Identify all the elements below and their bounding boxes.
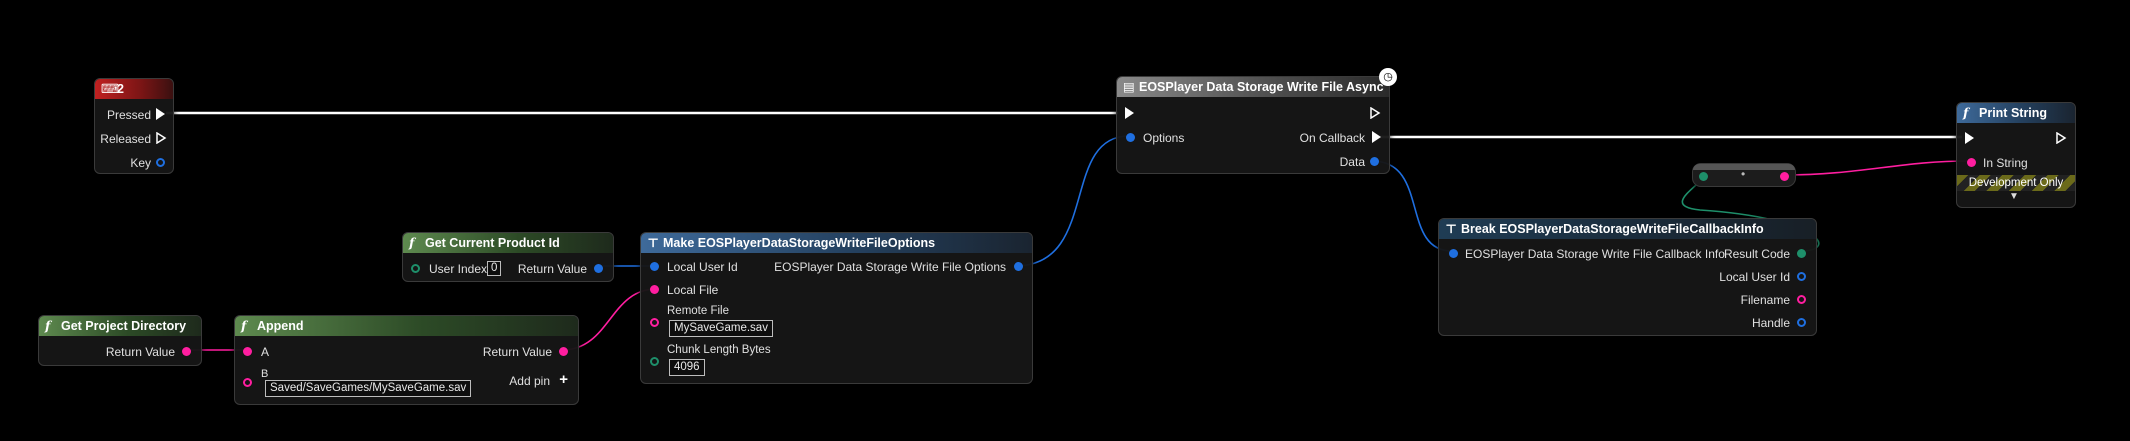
function-icon: f	[45, 318, 51, 333]
options-out-pin[interactable]	[1014, 262, 1023, 271]
pressed-label: Pressed	[106, 108, 151, 122]
get-current-product-id-header: f Get Current Product Id	[403, 233, 613, 253]
local-user-id-out-pin[interactable]	[1797, 272, 1806, 281]
add-pin-label[interactable]: Add pin	[509, 374, 550, 388]
callback-info-label: EOSPlayer Data Storage Write File Callba…	[1465, 247, 1725, 261]
conversion-in-pin[interactable]	[1699, 172, 1708, 181]
chevron-down-icon[interactable]: ▼	[2009, 191, 2019, 202]
filename-pin[interactable]	[1797, 295, 1806, 304]
key-label: Key	[130, 156, 151, 170]
get-current-product-id-title: Get Current Product Id	[425, 236, 560, 250]
result-code-pin[interactable]	[1797, 249, 1806, 258]
local-user-id-out-label: Local User Id	[1719, 270, 1790, 284]
conversion-node-cap	[1693, 164, 1795, 170]
get-project-directory-title: Get Project Directory	[61, 319, 187, 333]
released-exec-pin[interactable]	[156, 132, 167, 144]
print-then-exec-pin[interactable]	[2056, 132, 2067, 144]
get-project-directory-node[interactable]: f Get Project Directory Return Value	[38, 315, 202, 366]
string-wire	[1783, 160, 1970, 176]
on-callback-exec-pin[interactable]	[1372, 131, 1381, 143]
chunk-length-pin[interactable]	[650, 357, 659, 366]
break-struct-icon: ⊤	[1445, 221, 1457, 236]
key-event-title: 2	[117, 82, 124, 96]
b-value-field[interactable]: Saved/SaveGames/MySaveGame.sav	[265, 380, 472, 397]
make-options-header: ⊤ Make EOSPlayerDataStorageWriteFileOpti…	[641, 233, 1032, 253]
chunk-length-value[interactable]: 4096	[669, 359, 705, 376]
conversion-node[interactable]: •	[1692, 163, 1796, 187]
print-string-title: Print String	[1979, 106, 2048, 120]
clock-icon: ◷	[1379, 68, 1397, 86]
pressed-exec-pin[interactable]	[156, 108, 165, 120]
struct-icon: ⊤	[647, 235, 659, 250]
in-string-label: In String	[1983, 156, 2028, 170]
key-pin[interactable]	[156, 158, 165, 167]
write-file-async-node[interactable]: ▤ EOSPlayer Data Storage Write File Asyn…	[1116, 68, 1397, 174]
result-code-label: Result Code	[1723, 247, 1790, 261]
local-file-pin[interactable]	[650, 285, 659, 294]
append-node[interactable]: f Append A Return Value B Saved/SaveGame…	[234, 315, 579, 405]
user-index-value[interactable]: 0	[487, 261, 502, 276]
remote-file-value[interactable]: MySaveGame.sav	[669, 320, 773, 337]
callback-info-in-pin[interactable]	[1449, 249, 1458, 258]
get-current-product-id-node[interactable]: f Get Current Product Id User Index 0 Re…	[402, 232, 614, 282]
data-label: Data	[1339, 155, 1365, 169]
exec-in-pin[interactable]	[1125, 107, 1134, 119]
filename-label: Filename	[1740, 293, 1790, 307]
append-return-label: Return Value	[482, 345, 552, 359]
function-icon: ▤	[1123, 79, 1135, 94]
get-project-directory-header: f Get Project Directory	[39, 316, 201, 336]
print-string-node[interactable]: f Print String In String Development Onl…	[1956, 102, 2076, 208]
append-header: f Append	[235, 316, 578, 336]
remote-file-label: Remote File	[667, 305, 729, 317]
on-callback-label: On Callback	[1299, 131, 1365, 145]
user-index-pin[interactable]	[411, 264, 420, 273]
local-user-id-label: Local User Id	[667, 260, 738, 274]
break-info-node[interactable]: ⊤ Break EOSPlayerDataStorageWriteFileCal…	[1438, 218, 1817, 336]
data-out-pin[interactable]	[1370, 157, 1379, 166]
product-id-return-pin[interactable]	[594, 264, 603, 273]
print-exec-in-pin[interactable]	[1965, 132, 1974, 144]
function-icon: f	[409, 235, 415, 250]
development-only-label: Development Only	[1968, 177, 2064, 189]
local-user-id-pin[interactable]	[650, 262, 659, 271]
return-value-label: Return Value	[105, 345, 175, 359]
write-file-async-header: ▤ EOSPlayer Data Storage Write File Asyn…	[1117, 77, 1389, 97]
key-event-header: ⌨ 2	[95, 79, 173, 99]
user-index-label: User Index	[429, 262, 488, 276]
append-return-pin[interactable]	[559, 347, 568, 356]
break-info-header: ⊤ Break EOSPlayerDataStorageWriteFileCal…	[1439, 219, 1816, 239]
conversion-out-pin[interactable]	[1780, 172, 1789, 181]
released-label: Released	[100, 132, 151, 146]
keyboard-icon: ⌨	[101, 81, 120, 96]
handle-pin[interactable]	[1797, 318, 1806, 327]
b-label: B	[261, 368, 269, 380]
options-label: Options	[1143, 131, 1185, 145]
chunk-length-label: Chunk Length Bytes	[667, 344, 771, 356]
return-value-pin[interactable]	[182, 347, 191, 356]
make-options-node[interactable]: ⊤ Make EOSPlayerDataStorageWriteFileOpti…	[640, 232, 1033, 384]
options-out-label: EOSPlayer Data Storage Write File Option…	[774, 260, 1006, 274]
local-file-label: Local File	[667, 283, 719, 297]
b-pin[interactable]	[243, 378, 252, 387]
development-only-banner: Development Only	[1957, 175, 2075, 191]
key-event-node[interactable]: ⌨ 2 Pressed Released Key	[94, 78, 174, 174]
function-icon: f	[241, 318, 247, 333]
product-id-return-label: Return Value	[517, 262, 587, 276]
break-info-title: Break EOSPlayerDataStorageWriteFileCallb…	[1461, 222, 1764, 236]
conversion-dot: •	[1741, 167, 1746, 181]
remote-file-pin[interactable]	[650, 318, 659, 327]
a-pin[interactable]	[243, 347, 252, 356]
plus-icon[interactable]: +	[559, 371, 568, 388]
append-title: Append	[257, 319, 304, 333]
print-string-header: f Print String	[1957, 103, 2075, 123]
in-string-pin[interactable]	[1967, 158, 1976, 167]
a-label: A	[261, 345, 270, 359]
function-icon: f	[1963, 105, 1969, 120]
handle-label: Handle	[1751, 316, 1790, 330]
then-exec-pin[interactable]	[1370, 107, 1381, 119]
options-in-pin[interactable]	[1126, 133, 1135, 142]
write-file-async-title: EOSPlayer Data Storage Write File Async	[1139, 80, 1384, 94]
make-options-title: Make EOSPlayerDataStorageWriteFileOption…	[663, 236, 936, 250]
